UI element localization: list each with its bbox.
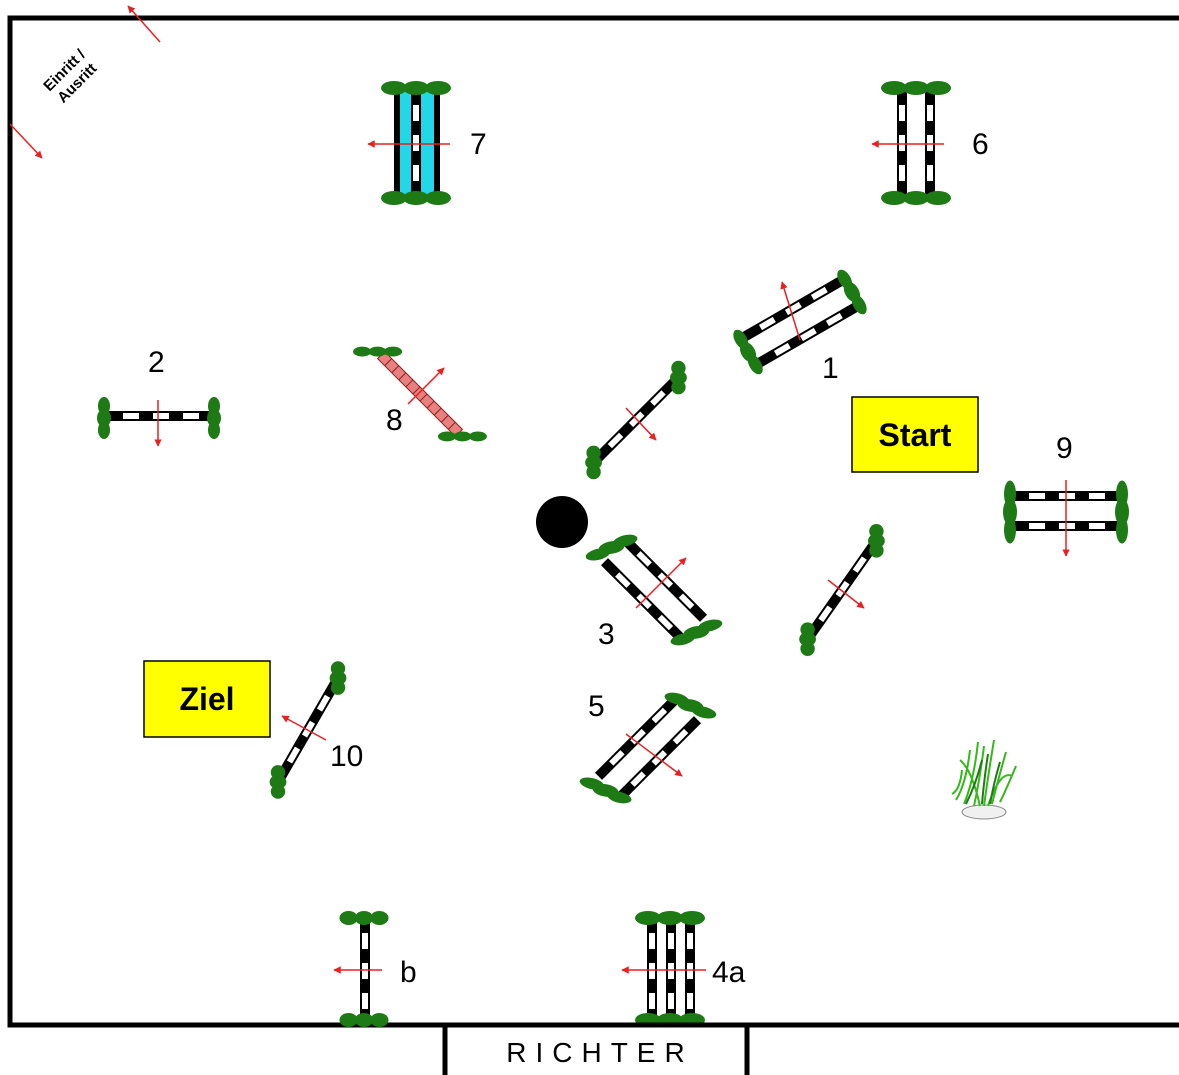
obstacle-7: 7 [367,81,487,205]
obstacle-2: 2 [97,346,221,447]
obstacle-unnumbered-upper [585,360,687,480]
obstacle-b-label: b [400,956,417,989]
obstacle-9-label: 9 [1056,432,1073,465]
obstacle-4a-label: 4a [712,956,746,989]
obstacle-unnumbered-right [799,524,885,656]
arena-border [7,15,1179,1028]
judge-label: RICHTER [506,1037,693,1068]
finish-marker: Ziel [143,660,271,738]
obstacle-b: b [333,911,417,1027]
obstacle-3-label: 3 [598,618,615,651]
obstacle-5: 5 [573,689,723,807]
obstacle-1: 1 [729,266,871,385]
obstacle-6: 6 [871,81,989,205]
obstacle-9: 9 [1003,432,1129,557]
obstacle-1-label: 1 [822,352,839,385]
start-marker: Start [851,396,979,473]
obstacle-6-label: 6 [972,128,989,161]
obstacle-7-label: 7 [470,128,487,161]
finish-label: Ziel [179,681,234,717]
obstacle-8: 8 [353,346,487,442]
start-label: Start [879,417,952,453]
obstacle-4a: 4a [621,911,746,1027]
entry-exit: Einritt / Ausritt [9,5,161,159]
obstacle-8-label: 8 [386,404,403,437]
obstacle-10-label: 10 [330,740,363,773]
turning-point-icon [536,496,588,548]
grass-tuft-icon [951,739,1017,820]
obstacle-5-label: 5 [588,690,605,723]
judge-box: RICHTER [442,1022,750,1075]
obstacle-3: 3 [579,531,729,651]
obstacle-10: 10 [269,661,363,799]
obstacle-2-label: 2 [148,346,165,379]
